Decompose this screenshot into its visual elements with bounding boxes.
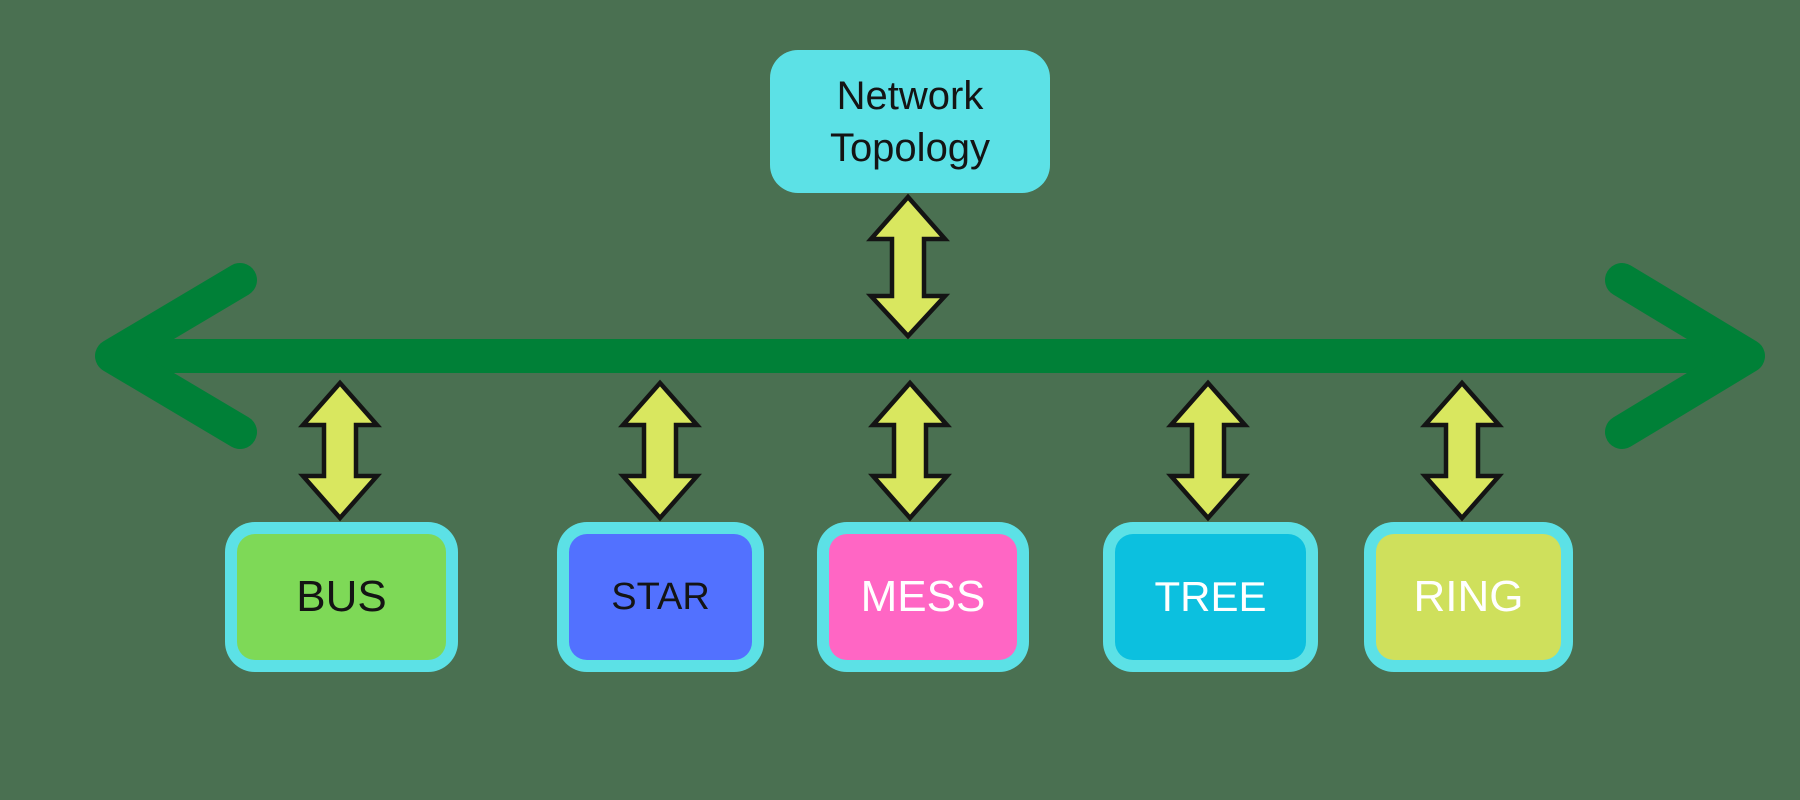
connector-arrow-star [618, 379, 702, 522]
node-tree: TREE [1103, 522, 1318, 672]
node-mess: MESS [817, 522, 1029, 672]
connector-arrow-bus [298, 379, 382, 522]
connector-arrow-tree [1166, 379, 1250, 522]
node-bus: BUS [225, 522, 458, 672]
node-tree-inner: TREE [1115, 534, 1306, 660]
node-star-label: STAR [611, 575, 710, 618]
left-arrowhead-icon [95, 263, 257, 449]
title-box: Network Topology [770, 50, 1050, 193]
connector-arrow-ring [1420, 379, 1504, 522]
title-label: Network Topology [829, 73, 991, 170]
horizontal-double-arrow [95, 263, 1765, 449]
node-bus-inner: BUS [237, 534, 446, 660]
connector-arrow-mess [868, 379, 952, 522]
node-mess-inner: MESS [829, 534, 1017, 660]
node-ring-inner: RING [1376, 534, 1561, 660]
node-tree-label: TREE [1154, 573, 1267, 620]
node-ring: RING [1364, 522, 1573, 672]
node-bus-label: BUS [296, 572, 387, 621]
right-arrowhead-icon [1605, 263, 1765, 449]
connector-arrow-title [865, 193, 951, 340]
node-mess-label: MESS [860, 572, 986, 621]
node-star: STAR [557, 522, 764, 672]
node-ring-label: RING [1413, 572, 1524, 621]
node-star-inner: STAR [569, 534, 752, 660]
